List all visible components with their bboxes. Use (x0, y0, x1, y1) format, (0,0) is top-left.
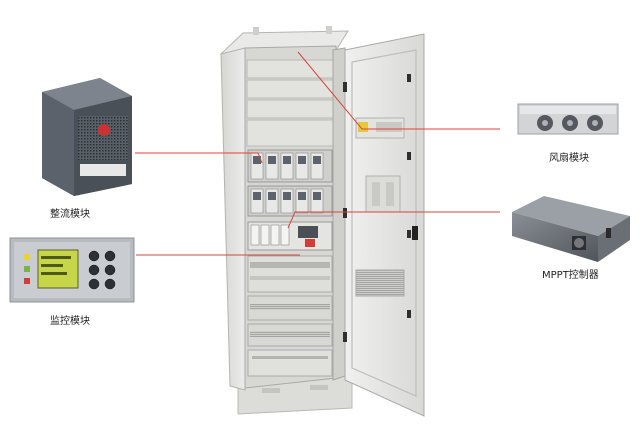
fan-label: 风扇模块 (549, 153, 589, 164)
rectifier-callout-line (135, 152, 263, 164)
mppt-callout-line (287, 211, 500, 229)
fan-module-photo (517, 103, 619, 135)
rectifier-module-photo (42, 78, 132, 196)
cabinet-photo (219, 26, 425, 417)
rectifier-label: 整流模块 (50, 209, 90, 220)
mppt-label: MPPT控制器 (542, 270, 599, 281)
monitor-module-photo (9, 237, 135, 303)
mppt-controller-photo (512, 196, 630, 262)
fan-callout-line (297, 51, 500, 130)
callout-lines (135, 51, 500, 256)
monitor-label: 监控模块 (50, 316, 90, 327)
